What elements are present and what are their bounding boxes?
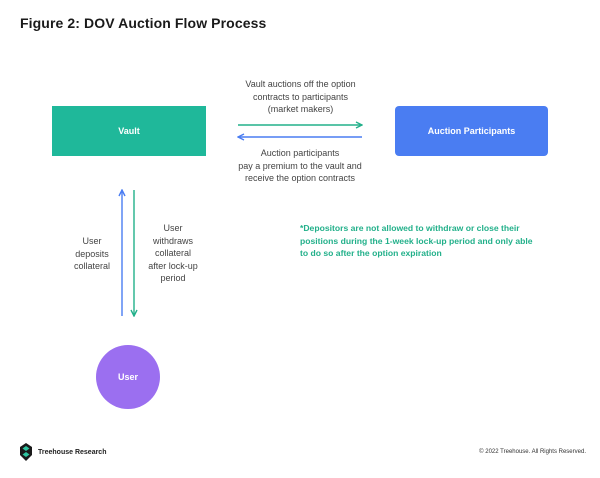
label-line: User (82, 236, 102, 246)
label-line: receive the option contracts (244, 173, 356, 183)
treehouse-logo-icon (20, 443, 32, 461)
participants-to-vault-label: Auction participants pay a premium to th… (222, 147, 378, 185)
auction-participants-node: Auction Participants (395, 106, 548, 156)
auction-participants-label: Auction Participants (427, 126, 516, 136)
label-line: after lock-up (148, 260, 198, 271)
label-line: deposits (75, 248, 109, 259)
brand-logo: Treehouse Research (20, 443, 106, 461)
note-line: *Depositors are not allowed to withdraw … (300, 223, 520, 233)
label-line: Vault auctions off the option (245, 79, 356, 89)
user-withdraws-label: User withdraws collateral after lock-up … (143, 222, 203, 285)
vault-node: Vault (52, 106, 206, 156)
note-line: to do so after the option expiration (300, 248, 442, 258)
label-line: pay a premium to the vault and (238, 160, 362, 171)
user-deposits-label: User deposits collateral (66, 235, 118, 273)
note-line: positions during the 1-week lock-up peri… (300, 235, 533, 246)
label-line: collateral (73, 261, 111, 271)
user-label: User (117, 372, 138, 382)
lockup-note: *Depositors are not allowed to withdraw … (300, 222, 570, 260)
label-line: User (163, 223, 183, 233)
label-line: collateral (154, 248, 192, 258)
label-line: Auction participants (260, 148, 340, 158)
brand-name: Treehouse Research (38, 448, 107, 456)
label-line: contracts to participants (252, 91, 349, 102)
label-line: withdraws (152, 235, 193, 246)
label-line: (market makers) (267, 104, 334, 114)
vault-to-participants-label: Vault auctions off the option contracts … (228, 78, 373, 116)
user-node: User (96, 345, 160, 409)
label-line: period (160, 273, 186, 283)
figure-title: Figure 2: DOV Auction Flow Process (20, 15, 267, 31)
vault-label: Vault (118, 126, 140, 136)
copyright-text: © 2022 Treehouse. All Rights Reserved. (479, 449, 586, 455)
